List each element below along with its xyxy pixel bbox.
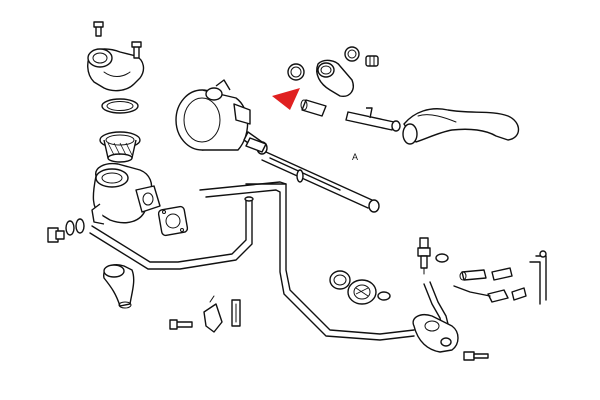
pump-housing-right[interactable] bbox=[412, 314, 459, 353]
o-ring-right-2[interactable] bbox=[377, 291, 391, 301]
thermostat[interactable] bbox=[99, 131, 141, 163]
short-hose-c[interactable] bbox=[491, 267, 513, 281]
housing-bolt-left[interactable] bbox=[93, 21, 104, 37]
part-label-a: A bbox=[352, 152, 358, 162]
thermostat-housing-body[interactable] bbox=[91, 162, 161, 225]
pipe-ring[interactable] bbox=[296, 169, 304, 183]
o-ring-top[interactable] bbox=[287, 63, 305, 81]
sleeve-right-1[interactable] bbox=[487, 289, 509, 303]
hose-connector-elbow[interactable] bbox=[316, 59, 354, 97]
water-pump-canister[interactable] bbox=[175, 79, 251, 151]
sleeve-right-2[interactable] bbox=[511, 287, 527, 301]
coolant-hose-large[interactable] bbox=[402, 108, 520, 145]
elbow-hose[interactable] bbox=[103, 264, 135, 309]
seal-ring-middle[interactable] bbox=[329, 270, 351, 290]
square-flange-gasket[interactable] bbox=[157, 205, 189, 237]
short-hose-a[interactable] bbox=[300, 99, 327, 117]
bolt-bottom-left[interactable] bbox=[169, 319, 193, 330]
mount-clip[interactable] bbox=[231, 299, 241, 327]
coolant-pipe-lower[interactable] bbox=[199, 181, 415, 341]
coolant-pipe-left[interactable] bbox=[89, 196, 254, 270]
thermostat-housing-elbow[interactable] bbox=[87, 48, 145, 92]
short-hose-b[interactable] bbox=[459, 269, 487, 281]
sleeve-hose-center[interactable] bbox=[245, 137, 267, 153]
coolant-pipe-center[interactable] bbox=[261, 151, 380, 213]
bracket-rod-right[interactable] bbox=[529, 250, 547, 305]
water-outlet-flange[interactable] bbox=[347, 279, 377, 305]
t-fitting[interactable] bbox=[345, 107, 401, 132]
housing-bolt-right[interactable] bbox=[131, 41, 142, 59]
o-ring-right-1[interactable] bbox=[435, 253, 449, 263]
drain-plug[interactable] bbox=[47, 227, 65, 243]
threaded-plug-top[interactable] bbox=[365, 55, 379, 67]
pointer-arrow-icon bbox=[272, 88, 300, 110]
housing-gasket-top[interactable] bbox=[101, 98, 139, 114]
hose-clamp-small[interactable] bbox=[65, 218, 85, 236]
bracket-clip[interactable] bbox=[203, 295, 223, 333]
seal-washer-top[interactable] bbox=[344, 46, 360, 62]
bolt-bottom-right[interactable] bbox=[463, 351, 489, 361]
temperature-sensor[interactable] bbox=[417, 237, 431, 275]
